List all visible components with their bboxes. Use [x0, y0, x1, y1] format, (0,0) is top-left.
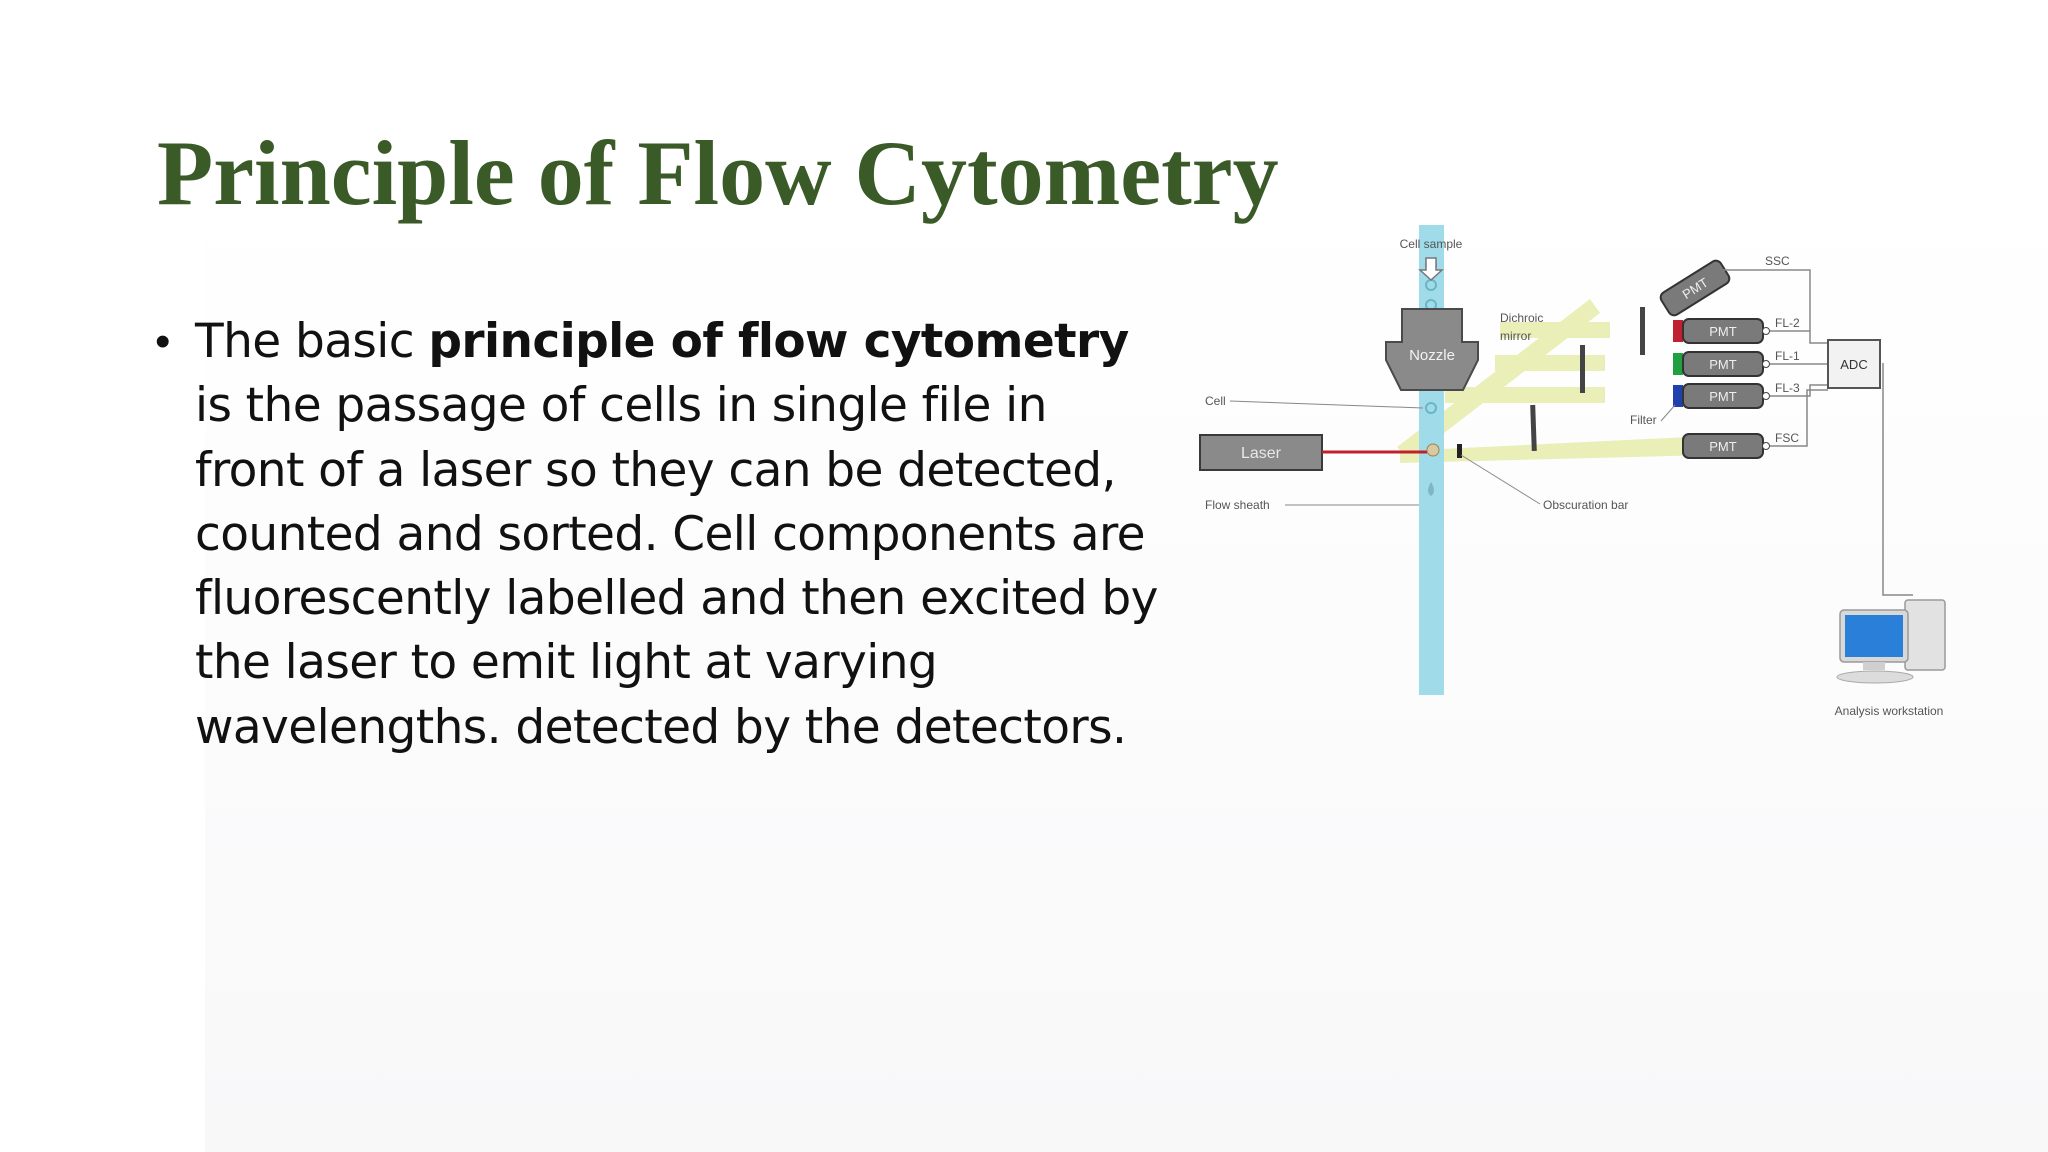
pmt-ssc: PMT: [1659, 259, 1731, 317]
pmt-fl3-label: PMT: [1709, 389, 1737, 404]
dichroic-mirror-3: [1640, 307, 1645, 355]
cell-label: Cell: [1205, 394, 1226, 408]
dichroic-mirror-2: [1580, 345, 1585, 393]
mirror-label: mirror: [1500, 329, 1531, 343]
obscuration-bar-label: Obscuration bar: [1543, 498, 1628, 512]
pmt-fsc: PMT: [1682, 433, 1770, 459]
adc-box: [1827, 339, 1881, 389]
nozzle: Nozzle: [1385, 308, 1479, 391]
laser-label: Laser: [1241, 445, 1282, 462]
pmt-fl1: PMT: [1673, 351, 1770, 377]
filter-label: Filter: [1630, 413, 1657, 427]
bullet-dot-icon: •: [155, 317, 171, 366]
workstation-icon: [1836, 599, 1946, 684]
cell-leader: [1229, 400, 1424, 409]
bullet-text-bold: principle of flow cytometry: [428, 314, 1129, 369]
bullet-text-start: The basic: [195, 314, 429, 369]
light-beams: [1397, 299, 1710, 463]
pmt-fsc-label: PMT: [1709, 439, 1737, 454]
pmt-fl3: PMT: [1673, 383, 1770, 409]
cell-sample-label: Cell sample: [1400, 237, 1463, 251]
interrogation-point: [1426, 443, 1440, 457]
flow-cytometry-diagram: Cell sample Nozzle Laser PMT PMT: [1199, 225, 1946, 718]
adc-label: ADC: [1840, 357, 1867, 372]
flow-sheath-label: Flow sheath: [1205, 498, 1270, 512]
obscuration-bar-leader: [1460, 454, 1541, 505]
pmt-fl1-label: PMT: [1709, 357, 1737, 372]
fsc-label: FSC: [1775, 431, 1799, 445]
ssc-label: SSC: [1765, 254, 1790, 268]
signal-wires: [1723, 269, 1913, 596]
cell-sample-arrow-icon: [1418, 257, 1444, 282]
stream-cell-4: [1425, 402, 1437, 414]
filter-leader: [1660, 404, 1676, 422]
fl3-label: FL-3: [1775, 381, 1800, 395]
fl2-beam: [1500, 322, 1610, 338]
pmt-fl2-label: PMT: [1709, 324, 1737, 339]
background-shade: [205, 185, 2048, 1152]
analysis-workstation-label: Analysis workstation: [1835, 704, 1944, 718]
dichroic-mirror-1: [1530, 404, 1537, 452]
sample-stream: [1419, 225, 1444, 695]
slide-title: Principle of Flow Cytometry: [157, 122, 1279, 224]
obscuration-bar: [1457, 444, 1462, 458]
fl2-label: FL-2: [1775, 316, 1800, 330]
drop-icon: [1428, 482, 1434, 496]
fl1-label: FL-1: [1775, 349, 1800, 363]
forward-beam: [1400, 436, 1710, 463]
dichroic-label: Dichroic: [1500, 311, 1543, 325]
nozzle-label: Nozzle: [1409, 347, 1455, 364]
bullet-text: The basic principle of flow cytometry is…: [195, 310, 1165, 760]
bullet-text-end: is the passage of cells in single file i…: [195, 378, 1158, 755]
scatter-beam: [1397, 299, 1600, 460]
fl1-beam: [1495, 355, 1605, 371]
pmt-fl2: PMT: [1673, 318, 1770, 344]
fl3-beam: [1445, 387, 1605, 403]
